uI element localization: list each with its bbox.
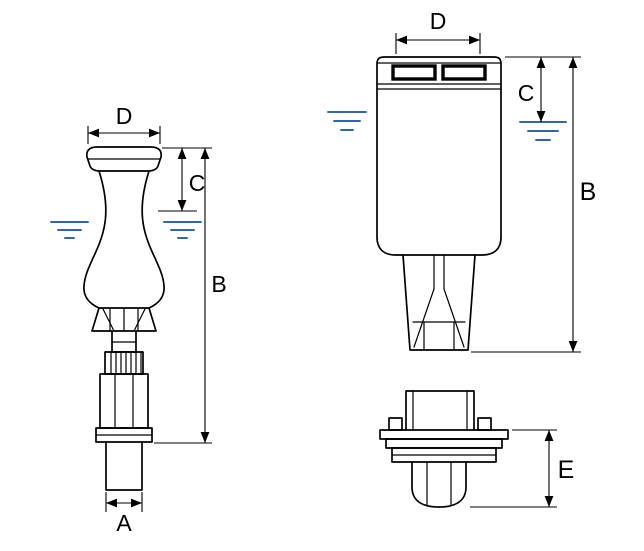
flange-plate-lower (385, 438, 503, 449)
nozzle-body (83, 170, 165, 309)
hex-flat-line (114, 373, 134, 429)
hex-fitting (99, 373, 149, 429)
skirt-spoke (133, 308, 146, 332)
fitting-top-block (405, 390, 475, 431)
fork-brace (413, 288, 465, 348)
dim-label-head-height-left: C (189, 170, 206, 196)
cap-slot (441, 64, 487, 81)
extension-line (395, 33, 481, 54)
water-level-icon (327, 111, 367, 131)
flange-ring (95, 427, 153, 443)
housing-body (376, 56, 502, 256)
extension-line (470, 429, 557, 508)
skirt-spoke (102, 308, 115, 332)
dim-label-base-width-left: A (116, 510, 132, 536)
bolt-head (477, 417, 492, 431)
dim-label-top-width-right: D (430, 8, 447, 34)
dim-label-head-height-right: C (518, 80, 535, 106)
water-level-icon (50, 221, 89, 239)
base-fitting-view: E (379, 390, 575, 508)
water-level-icon (519, 121, 567, 141)
dim-label-overall-height-right: B (580, 178, 597, 206)
hex-nut (411, 461, 467, 508)
left-nozzle-view: D C B A (50, 103, 227, 536)
dimension-head-height-left: C (158, 148, 206, 212)
top-block-inner-line (412, 390, 468, 431)
cap-band-line (376, 83, 502, 90)
cap-slot (391, 64, 437, 81)
tail-pipe (105, 441, 143, 491)
dim-label-top-width-left: D (116, 103, 133, 129)
dimension-head-height-right: C (518, 57, 546, 122)
dimension-top-width-left: D (87, 103, 161, 144)
dimension-overall-height-left: B (154, 148, 227, 444)
dim-label-fitting-height: E (558, 456, 575, 484)
hex-nut-flat-line (426, 461, 452, 507)
fitting-body-band (391, 447, 497, 463)
mounting-fork (402, 254, 476, 351)
water-level-icon (163, 221, 202, 239)
fork-channel (423, 321, 455, 351)
dimension-top-width-right: D (395, 8, 481, 54)
extension-line (105, 492, 143, 512)
flange-plate-upper (379, 429, 509, 440)
right-nozzle-view: D C B (327, 8, 597, 353)
dimension-base-width-left: A (105, 492, 143, 536)
dimension-fitting-height: E (470, 429, 575, 508)
knurl-hatch (110, 352, 142, 374)
bolt-head (388, 417, 403, 431)
fork-stem (433, 254, 445, 290)
dim-label-overall-height-left: B (211, 271, 226, 297)
dimension-overall-height-right: B (471, 57, 597, 353)
